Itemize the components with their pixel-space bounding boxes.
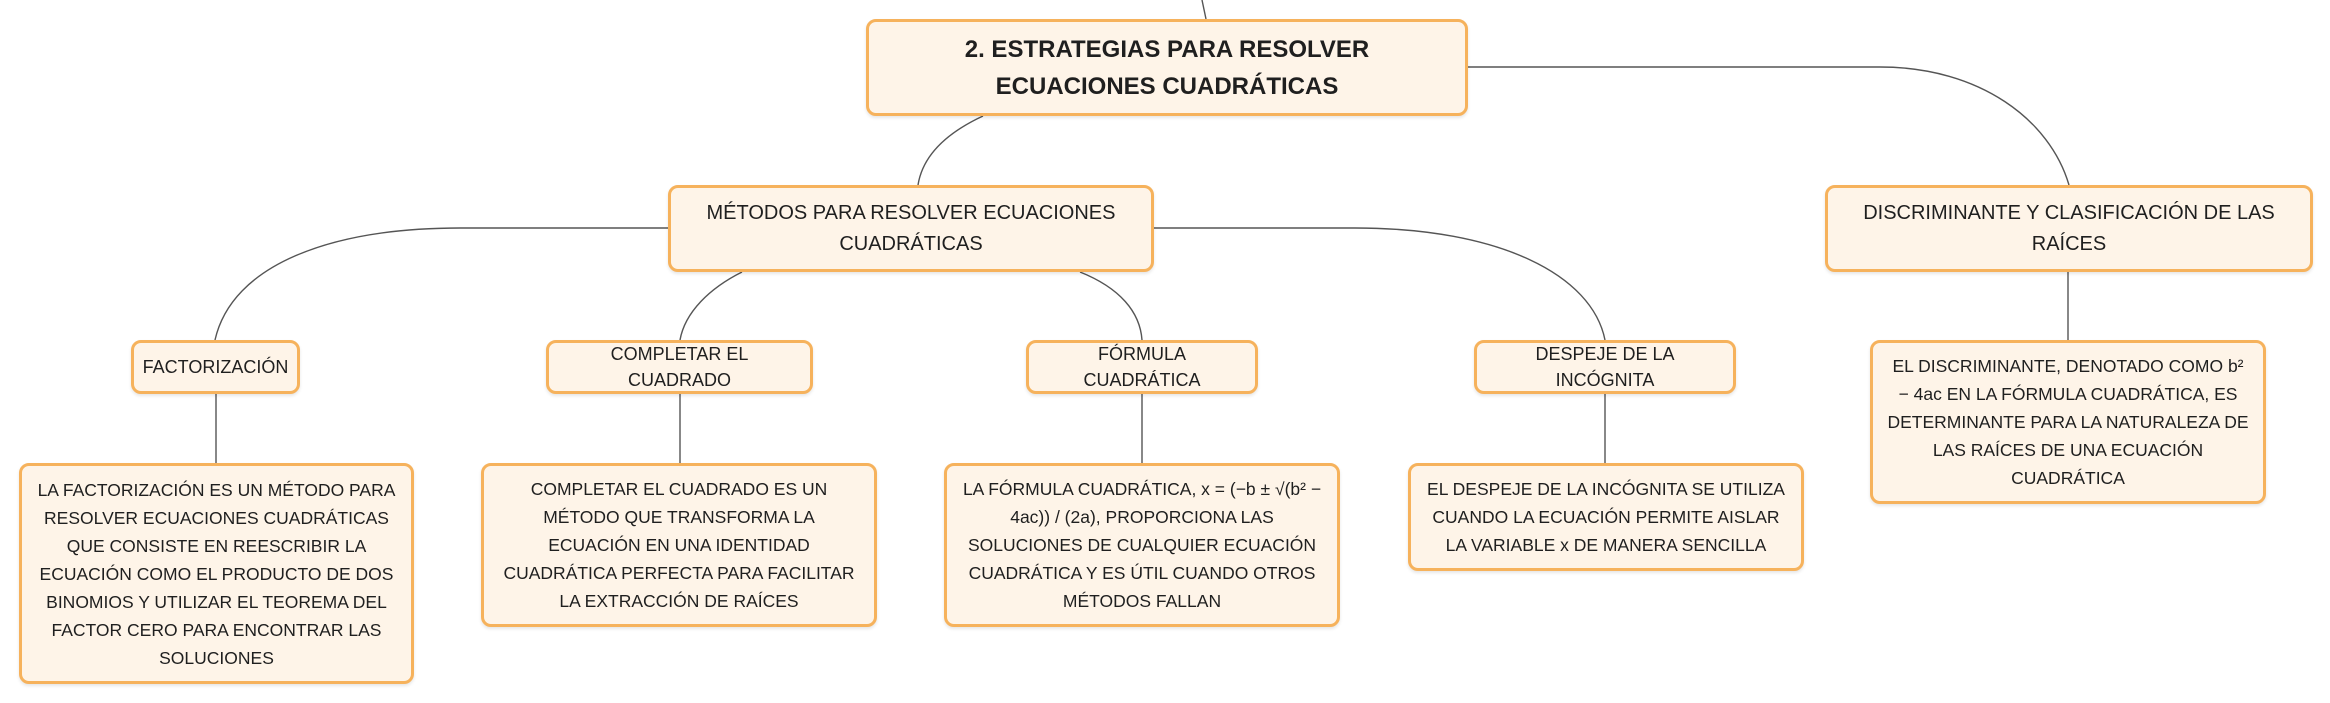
quadratic-formula-description-text: LA FÓRMULA CUADRÁTICA, x = (−b ± √(b² − … xyxy=(962,479,1322,611)
isolate-variable-description-text: EL DESPEJE DE LA INCÓGNITA SE UTILIZA CU… xyxy=(1427,479,1785,555)
connector-metodos-factorizacion xyxy=(214,227,668,341)
methods-topic-node[interactable]: MÉTODOS PARA RESOLVER ECUACIONES CUADRÁT… xyxy=(668,185,1154,272)
complete-square-topic-title: COMPLETAR EL CUADRADO xyxy=(610,344,749,390)
quadratic-formula-topic-node[interactable]: FÓRMULA CUADRÁTICA xyxy=(1026,340,1258,394)
discriminant-description-node[interactable]: EL DISCRIMINANTE, DENOTADO COMO b² − 4ac… xyxy=(1870,340,2266,504)
discriminant-description-text: EL DISCRIMINANTE, DENOTADO COMO b² − 4ac… xyxy=(1887,356,2249,488)
complete-square-description-text: COMPLETAR EL CUADRADO ES UN MÉTODO QUE T… xyxy=(503,479,855,611)
complete-square-description-node[interactable]: COMPLETAR EL CUADRADO ES UN MÉTODO QUE T… xyxy=(481,463,877,627)
complete-square-topic-node[interactable]: COMPLETAR EL CUADRADO xyxy=(546,340,813,394)
isolate-variable-topic-title: DESPEJE DE LA INCÓGNITA xyxy=(1535,344,1675,390)
factorization-description-node[interactable]: LA FACTORIZACIÓN ES UN MÉTODO PARA RESOL… xyxy=(19,463,414,684)
methods-topic-title: MÉTODOS PARA RESOLVER ECUACIONES CUADRÁT… xyxy=(706,201,1116,255)
connector-metodos-completar xyxy=(679,271,743,341)
connector-metodos-despeje xyxy=(1154,227,1606,341)
quadratic-formula-topic-title: FÓRMULA CUADRÁTICA xyxy=(1083,344,1201,390)
isolate-variable-description-node[interactable]: EL DESPEJE DE LA INCÓGNITA SE UTILIZA CU… xyxy=(1408,463,1804,571)
quadratic-formula-description-node[interactable]: LA FÓRMULA CUADRÁTICA, x = (−b ± √(b² − … xyxy=(944,463,1340,627)
connector-parent-root xyxy=(1201,0,1207,20)
discriminant-topic-node[interactable]: DISCRIMINANTE Y CLASIFICACIÓN DE LAS RAÍ… xyxy=(1825,185,2313,272)
factorization-description-text: LA FACTORIZACIÓN ES UN MÉTODO PARA RESOL… xyxy=(37,479,396,668)
factorization-topic-node[interactable]: FACTORIZACIÓN xyxy=(131,340,300,394)
isolate-variable-topic-node[interactable]: DESPEJE DE LA INCÓGNITA xyxy=(1474,340,1736,394)
connector-root-metodos xyxy=(917,115,984,186)
root-topic-node[interactable]: 2. ESTRATEGIAS PARA RESOLVER ECUACIONES … xyxy=(866,19,1468,116)
factorization-topic-title: FACTORIZACIÓN xyxy=(142,357,289,377)
discriminant-topic-title: DISCRIMINANTE Y CLASIFICACIÓN DE LAS RAÍ… xyxy=(1863,201,2275,255)
connector-metodos-formula xyxy=(1079,271,1143,341)
root-topic-title: 2. ESTRATEGIAS PARA RESOLVER ECUACIONES … xyxy=(964,35,1370,100)
connector-root-discriminante xyxy=(1468,66,2070,186)
